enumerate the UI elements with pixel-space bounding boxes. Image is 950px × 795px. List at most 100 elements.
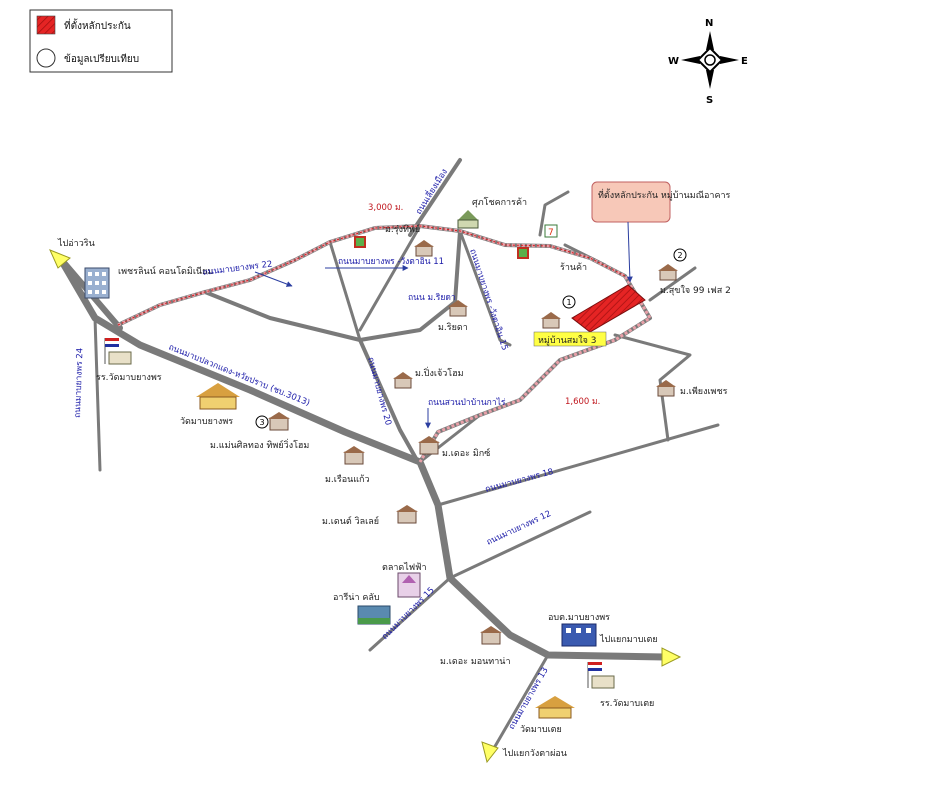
map-point-icon [517, 247, 529, 259]
map-point-icon [354, 236, 366, 248]
road-15 [458, 229, 512, 347]
label-school2: รร.วัดมาบเตย [600, 699, 654, 709]
label-siphaya: ม.ริยดา [438, 322, 468, 333]
label-shop: ร้านค้า [560, 262, 587, 273]
road-label-24: ถนนมาบยางพร 24 [73, 348, 85, 418]
site-parcel-icon [571, 284, 646, 333]
compass-e: E [741, 56, 748, 67]
site-callout-box [591, 181, 671, 223]
distance-1600: 1,600 ม. [565, 397, 600, 407]
route-trail-red-path [117, 225, 626, 326]
compass-s: S [706, 95, 713, 106]
marker-2-icon [673, 248, 687, 262]
label-school: รร.วัดมาบยางพร [96, 373, 162, 383]
label-somjai-phase2: ม.สุขใจ 99 เฟส 2 [660, 285, 731, 296]
label-office: อบต.มาบยางพร [548, 613, 610, 623]
label-pink-home: ม.ปิ่งเจ้วโฮม [415, 366, 464, 379]
marker-1-label: 1 [567, 298, 572, 307]
seven-eleven-icon: 7 [544, 224, 558, 238]
arrow-to-wanghin-icon [481, 741, 499, 764]
distance-3000: 3,000 ม. [368, 203, 403, 213]
site-label-box [533, 331, 607, 347]
label-market: ตลาดไฟฟ้า [382, 562, 427, 573]
arena-icon [357, 605, 391, 625]
label-phiangphen: ม.เพียงเพชร [680, 386, 728, 397]
road-label-20: ถนนมาบยางพร 20 [365, 356, 393, 426]
arrow-to-pochuin-icon [49, 249, 71, 269]
house-icon [480, 626, 502, 645]
house-icon [541, 312, 561, 329]
label-rung-tip: ม.รุ่งทิพย์ [385, 223, 420, 235]
label-dent-village: ม.เดนต์ วิลเลย์ [322, 515, 379, 527]
route-trail [117, 224, 653, 463]
label-temple: วัดมาบยางพร [180, 417, 233, 427]
road-label-12: ถนนมาบยางพร 12 [485, 509, 553, 548]
house-icon [448, 300, 468, 317]
condo-icon [84, 267, 110, 299]
road-12 [448, 510, 592, 580]
legend: ที่ตั้งหลักประกัน ข้อมูลเปรียบเทียบ [29, 9, 173, 73]
label-rerun-kaew: ม.เรือนแก้ว [325, 474, 370, 485]
legend-site-label: ที่ตั้งหลักประกัน [64, 18, 131, 32]
house-icon [658, 264, 678, 281]
compass-w: W [668, 56, 679, 67]
road-east [613, 333, 692, 442]
compass-rose-icon: N S W E [668, 18, 748, 106]
road-kao [358, 224, 422, 332]
market-icon [397, 572, 421, 598]
temple-icon [196, 383, 240, 410]
road-22-arrow [254, 271, 293, 287]
road-label-kao: ถนน ม.ริยดา [408, 293, 456, 303]
house-icon [268, 412, 290, 431]
house-icon [418, 436, 440, 455]
reference-circle-icon [36, 48, 56, 68]
marker-2-label: 2 [678, 251, 683, 260]
marker-1-icon [562, 295, 576, 309]
road-network [56, 158, 720, 757]
site-callout-text: ที่ตั้งหลักประกัน หมู่บ้านมณีอาคาร [598, 188, 731, 201]
site-swatch-icon [36, 15, 56, 35]
house-icons [268, 240, 678, 645]
road-label-suan: ถนนสวนป่าบ้านกาไร่ [428, 397, 506, 408]
road-label-11: ถนนมาบยางพร -วังตาอิน 11 [338, 257, 444, 267]
road-20 [358, 338, 420, 464]
label-pochuin: ไปอ่าวริน [57, 238, 95, 249]
label-gas: อารีน่า คลับ [333, 592, 380, 603]
house-icon [396, 505, 418, 524]
house-icon [414, 240, 434, 257]
marker-3-label: 3 [260, 418, 265, 427]
label-monthana: ม.เดอะ มอนทาน่า [440, 657, 511, 667]
road-11 [328, 240, 362, 342]
road-label-main: ถนนมาบปลวกแดง-หวัยปราบ (ชบ.3013) [167, 343, 311, 409]
house-icon [343, 446, 365, 465]
road-24 [93, 316, 102, 472]
direction-arrows [49, 249, 682, 764]
road-22 [203, 229, 462, 342]
legend-reference-label: ข้อมูลเปรียบเทียบ [64, 53, 139, 65]
house-icon [656, 380, 676, 397]
road-east-north [648, 266, 697, 302]
road-label-15: ถนนมาบยางพร -วังตาอิน 15 [467, 248, 509, 352]
label-the-mix: ม.เดอะ มิกซ์ [442, 447, 490, 459]
route-trail-red [117, 225, 626, 326]
road-13 [488, 653, 550, 757]
arrow-to-pluak-icon [661, 647, 682, 667]
place-labels: ไปอ่าวริน เพชรลินน์ คอนโดมิเนียม ม.รุ่งท… [57, 197, 731, 759]
route-trail-path [117, 224, 653, 463]
road-label-18: ถนนมาบยางพร 18 [484, 467, 554, 495]
label-to-wanghin: ไปแยกวังตาผ่อน [502, 748, 567, 759]
house-icon [393, 372, 413, 389]
landmark-icons: 7 [84, 210, 615, 719]
label-supercenter: ศุภโชคการค้า [472, 197, 527, 208]
label-petch-condo: เพชรลินน์ คอนโดมิเนียม [118, 265, 213, 277]
callout-pointer [626, 221, 633, 283]
marker-3-icon [255, 415, 269, 429]
site-label: หมู่บ้านสมใจ 3 [538, 335, 596, 346]
school-flag-icon-2 [587, 662, 615, 689]
road-15-south [368, 576, 452, 652]
road-north [408, 158, 462, 237]
svg-text:7: 7 [548, 228, 554, 238]
shop-icon [457, 210, 479, 229]
label-baan-thong: ม.แม่นศิลทอง ทิพย์วิ่งโฮม [210, 438, 309, 451]
